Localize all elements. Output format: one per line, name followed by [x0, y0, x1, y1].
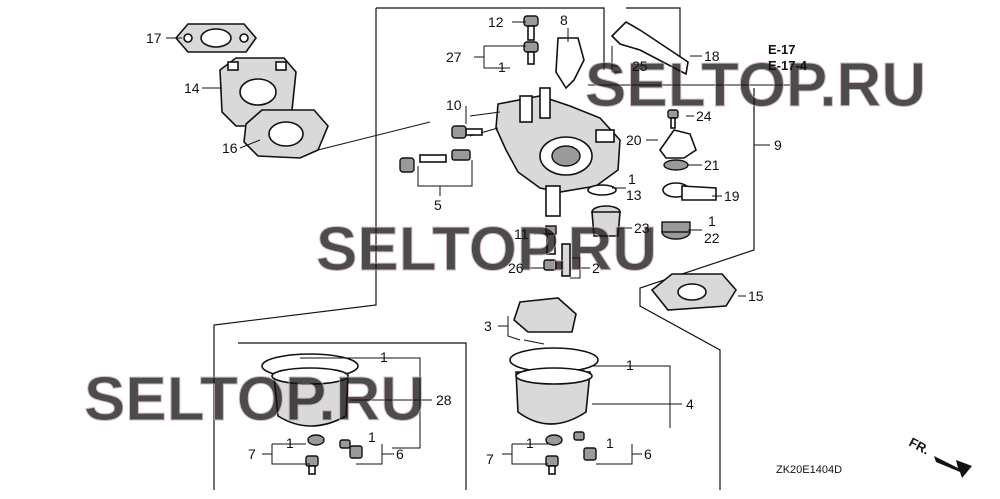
callout-16: 16	[222, 140, 238, 156]
callout-11: 11	[514, 226, 529, 242]
lever-8	[555, 37, 585, 90]
cover-20	[659, 129, 697, 159]
callout-13: 13	[626, 187, 642, 203]
callout-5: 5	[434, 197, 442, 213]
seal-21	[663, 159, 689, 171]
callout-15: 15	[748, 288, 764, 304]
callout-7-left: 7	[248, 446, 256, 462]
diagram-code: ZK20E1404D	[776, 464, 842, 476]
pin-25	[611, 46, 620, 73]
watermark-bottom: SELTOP.RU	[84, 365, 425, 434]
callout-14: 14	[184, 80, 200, 96]
reference-e17-4: E-17-4	[768, 58, 808, 73]
callout-1-chamber-right: 1	[626, 357, 634, 373]
main-jet-11	[545, 225, 557, 255]
callout-2: 2	[592, 260, 600, 276]
choke-lever-18	[610, 21, 689, 76]
o-ring-13	[587, 184, 617, 196]
insulator-14	[219, 57, 297, 127]
holder-19	[662, 182, 717, 201]
callout-labels: 17 14 16 12 8 27 1 18 25 E-17 E-17-4 10 …	[146, 12, 808, 467]
callout-19: 19	[724, 188, 740, 204]
callout-6-left: 6	[396, 446, 404, 462]
callout-24: 24	[696, 108, 712, 124]
callout-26: 26	[508, 260, 524, 276]
callout-4: 4	[686, 396, 694, 412]
screw-24	[667, 109, 679, 129]
watermark-top: SELTOP.RU	[585, 51, 926, 120]
callout-1-washer-right: 1	[526, 435, 534, 451]
watermark-middle: SELTOP.RU	[316, 215, 657, 284]
callout-27: 27	[446, 49, 462, 65]
front-arrow-icon	[934, 456, 972, 478]
callout-1-chamber-left: 1	[380, 349, 388, 365]
callout-1-bolt-right: 1	[606, 435, 614, 451]
callout-1-bolt-left: 1	[368, 429, 376, 445]
callout-12: 12	[488, 14, 504, 30]
callout-10: 10	[446, 97, 462, 113]
callout-21: 21	[704, 157, 720, 173]
float-3	[513, 297, 577, 345]
callout-1-washer-left: 1	[286, 435, 294, 451]
float-23	[591, 205, 621, 237]
carburetor-body	[469, 87, 621, 217]
float-chamber-4	[509, 347, 599, 475]
screw-12	[523, 15, 539, 65]
callout-25: 25	[632, 58, 648, 74]
pilot-screw-5	[399, 149, 471, 173]
callout-18: 18	[704, 48, 720, 64]
callout-6-right: 6	[644, 446, 652, 462]
callout-1-screw: 1	[498, 59, 506, 75]
callout-1-o-ring: 1	[628, 171, 636, 187]
front-label: FR.	[907, 434, 933, 457]
cap-22	[661, 221, 691, 240]
callout-28: 28	[436, 392, 452, 408]
gasket-17	[174, 23, 258, 53]
callout-17: 17	[146, 30, 162, 46]
callout-8: 8	[560, 12, 568, 28]
callout-22: 22	[704, 230, 720, 246]
jet-26	[543, 259, 557, 271]
front-direction-marker: FR.	[907, 434, 972, 478]
callout-9: 9	[774, 137, 782, 153]
callout-1-cap: 1	[708, 213, 716, 229]
callout-20: 20	[626, 132, 642, 148]
leader-lines	[166, 21, 746, 465]
float-chamber-28	[261, 353, 363, 475]
gasket-16	[243, 109, 329, 159]
assembly-frame-lines	[213, 7, 790, 490]
reference-e17: E-17	[768, 42, 795, 57]
gasket-15	[650, 273, 737, 311]
needle-jet-2	[561, 243, 571, 277]
callout-7-right: 7	[486, 451, 494, 467]
screw-10	[451, 125, 483, 139]
callout-23: 23	[634, 220, 650, 236]
callout-3: 3	[484, 318, 492, 334]
